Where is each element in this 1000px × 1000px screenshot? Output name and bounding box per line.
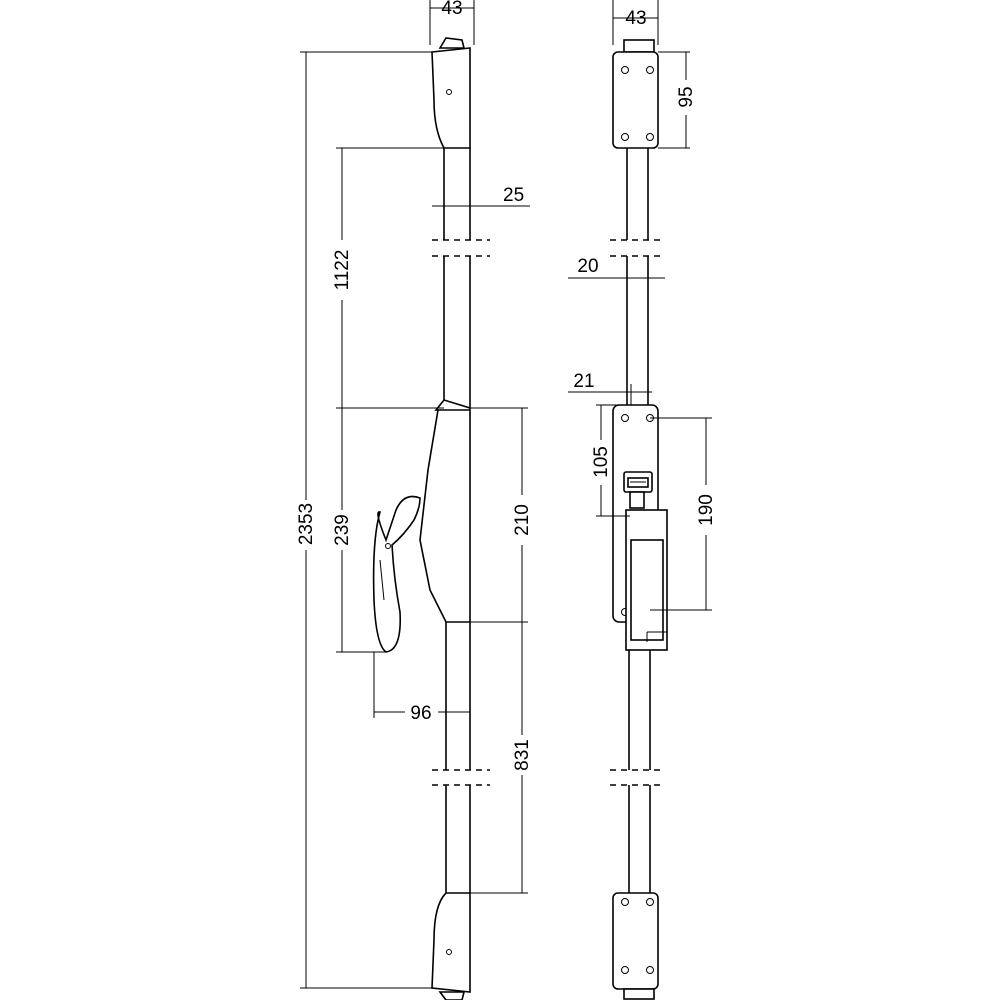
dim-plate-upper: 105 bbox=[591, 404, 630, 517]
handle-front bbox=[372, 495, 421, 653]
upper-rod-side bbox=[610, 148, 664, 405]
dim-handle-projection: 96 bbox=[373, 622, 471, 724]
lower-rod-front bbox=[432, 622, 490, 893]
bottom-lock-housing bbox=[431, 892, 471, 1000]
gearbox-front bbox=[419, 399, 471, 623]
dim-label-210: 210 bbox=[512, 504, 533, 536]
dim-offset-side: 21 bbox=[568, 371, 652, 405]
dim-overall-height: 2353 bbox=[296, 51, 432, 989]
dim-handle-height: 239 bbox=[332, 407, 444, 653]
dim-label-105: 105 bbox=[591, 446, 612, 478]
side-view: 43 95 bbox=[568, 0, 717, 1000]
dim-rod-front: 25 bbox=[432, 185, 530, 207]
dim-label-190: 190 bbox=[696, 494, 717, 526]
dim-label-20: 20 bbox=[577, 256, 598, 277]
top-plate-side bbox=[612, 39, 659, 149]
dim-label-2353: 2353 bbox=[296, 503, 317, 545]
dim-label-43-front: 43 bbox=[441, 0, 462, 19]
lower-rod-side bbox=[610, 650, 664, 893]
dim-gearbox-height: 210 bbox=[470, 407, 533, 623]
dim-label-95: 95 bbox=[676, 86, 697, 107]
dim-label-239: 239 bbox=[332, 514, 353, 546]
dim-plate-total: 190 bbox=[650, 417, 717, 611]
dim-label-831: 831 bbox=[512, 739, 533, 771]
dim-rod-side: 20 bbox=[568, 256, 665, 279]
dim-upper-rod: 1122 bbox=[332, 147, 444, 409]
front-view: 43 bbox=[296, 0, 533, 1000]
dim-label-43-side: 43 bbox=[625, 8, 646, 29]
upper-rod-front bbox=[432, 148, 490, 408]
bottom-plate-side bbox=[612, 892, 659, 1000]
dim-top-width-side: 43 bbox=[612, 0, 659, 45]
dim-label-96: 96 bbox=[410, 703, 431, 724]
dim-top-width-front: 43 bbox=[429, 0, 475, 45]
dim-plate-top: 95 bbox=[658, 51, 697, 149]
main-plate-side bbox=[612, 404, 668, 651]
top-lock-housing bbox=[431, 37, 471, 149]
dim-label-25: 25 bbox=[503, 185, 524, 206]
dim-label-1122: 1122 bbox=[332, 250, 353, 291]
dim-label-21: 21 bbox=[573, 371, 594, 392]
dim-lower-rod: 831 bbox=[470, 622, 533, 894]
